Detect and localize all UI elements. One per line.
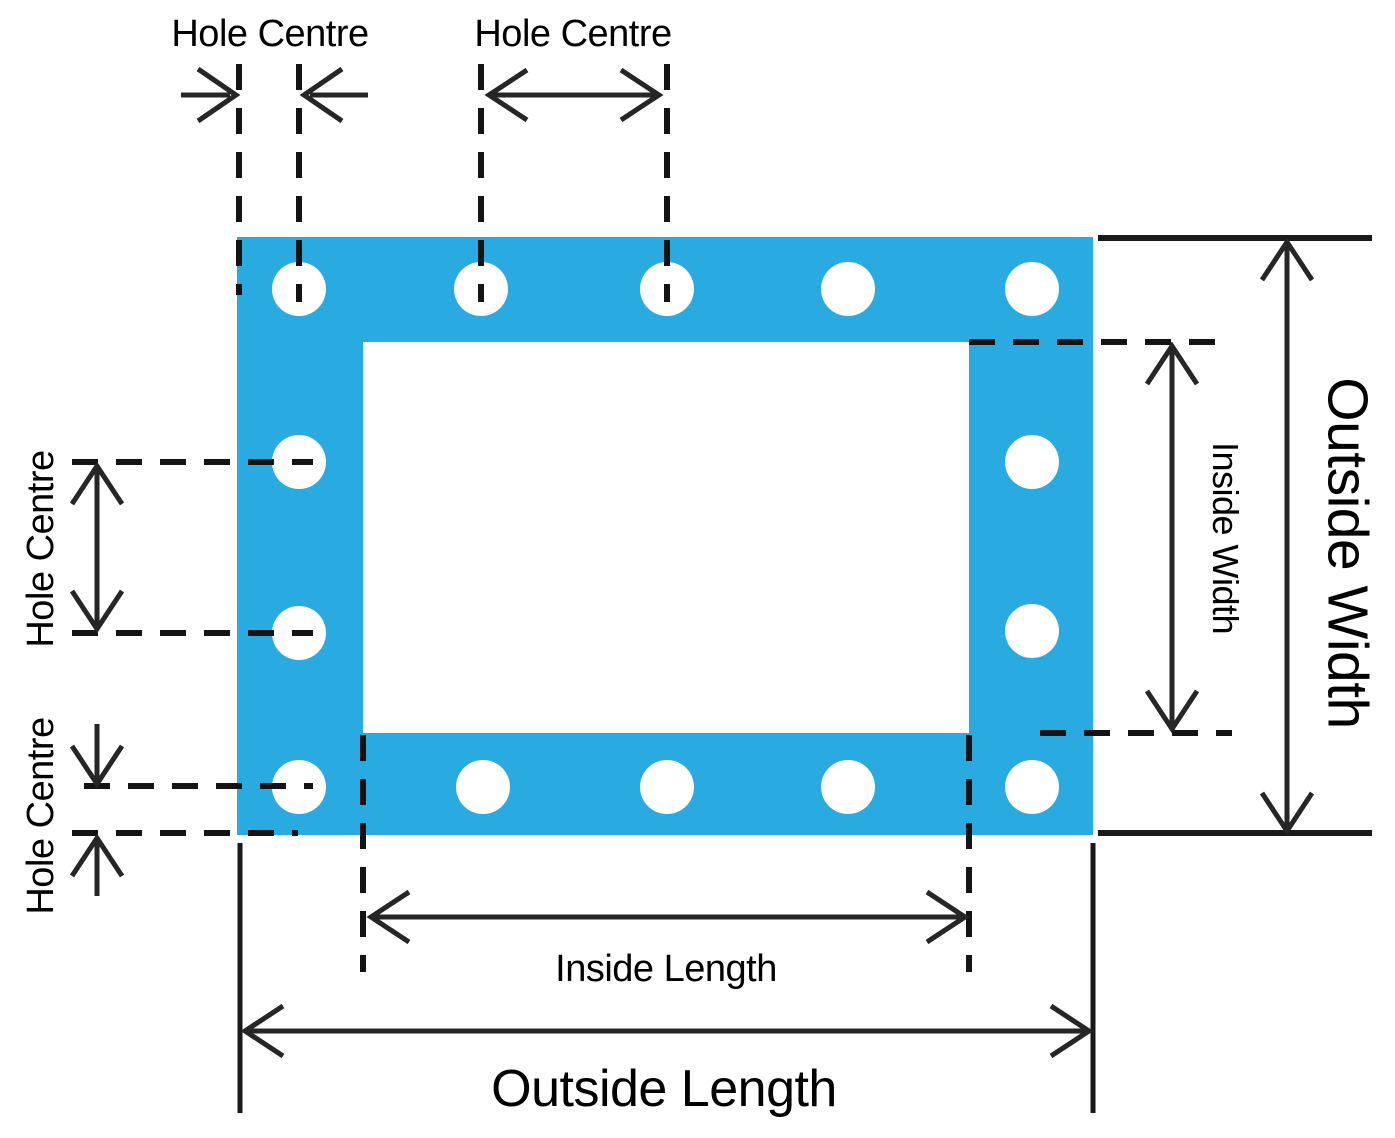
bolt-hole — [1005, 435, 1059, 489]
bolt-hole — [1005, 760, 1059, 814]
extension-lines — [237, 235, 1372, 1113]
inside-width-label: Inside Width — [1205, 441, 1246, 635]
arrow-outside-length — [240, 1003, 1094, 1059]
bolt-hole — [272, 760, 326, 814]
bolt-hole — [821, 760, 875, 814]
arrow-inside-length — [366, 889, 970, 945]
bolt-hole — [1005, 262, 1059, 316]
bolt-hole — [1005, 604, 1059, 658]
bolt-hole — [821, 262, 875, 316]
arrow-bottom-hole-down-pointing — [69, 724, 125, 789]
bolt-holes — [272, 262, 1059, 814]
arrow-edge-to-hole-right-pointing — [181, 66, 241, 124]
hole-centre-label-left-upper: Hole Centre — [20, 450, 62, 648]
arrow-bottom-edge-up-pointing — [69, 833, 125, 896]
hole-centre-label-top-middle: Hole Centre — [474, 13, 672, 55]
hole-centre-label-top-left: Hole Centre — [171, 13, 369, 55]
bolt-hole — [456, 760, 510, 814]
inside-length-label: Inside Length — [555, 948, 777, 990]
arrow-inside-width — [1144, 341, 1200, 734]
dashed-centre-lines — [72, 64, 1232, 972]
dimension-arrows — [69, 66, 1315, 1059]
outside-length-label: Outside Length — [491, 1060, 837, 1118]
outside-width-label: Outside Width — [1315, 377, 1380, 729]
bolt-hole — [640, 760, 694, 814]
arrow-outside-width — [1259, 237, 1315, 836]
arrow-hole-centre-top — [484, 67, 664, 123]
arrow-hole-centre-left — [69, 461, 125, 634]
hole-centre-label-left-lower: Hole Centre — [20, 717, 62, 915]
arrow-edge-to-hole-left-pointing — [299, 66, 368, 124]
